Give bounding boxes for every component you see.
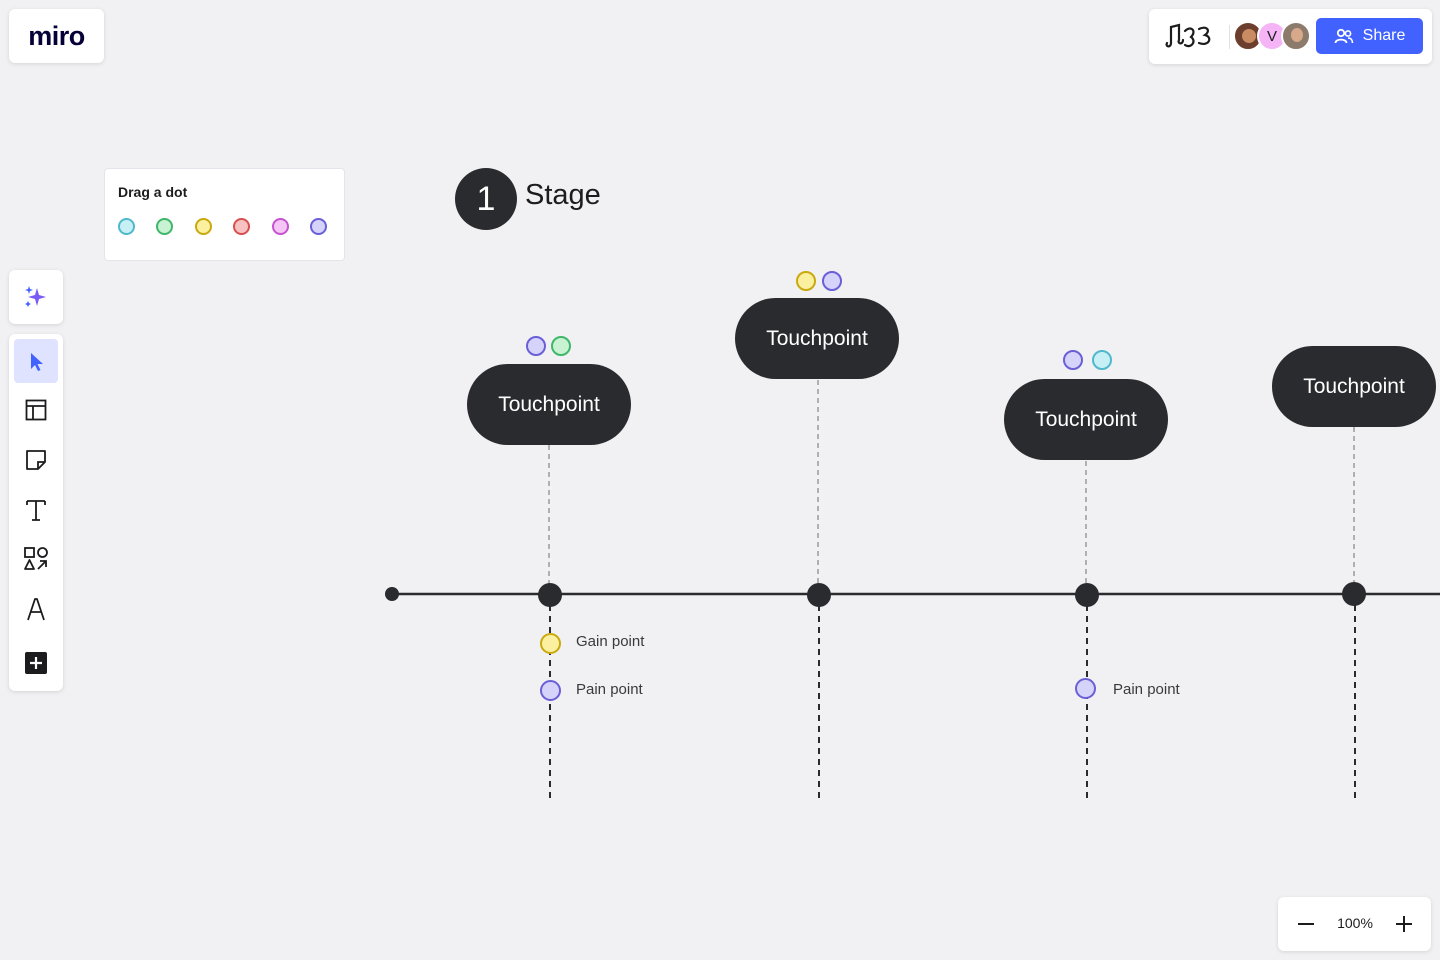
sticky-note-tool[interactable] (14, 438, 58, 482)
cursor-icon (31, 353, 43, 371)
drag-dot-panel: Drag a dot (105, 169, 344, 260)
collaboration-panel: V Share (1149, 9, 1432, 64)
pain-point-dot[interactable] (1075, 678, 1096, 699)
touchpoint-card[interactable]: Touchpoint (735, 298, 899, 379)
text-icon (26, 500, 46, 521)
zoom-out-icon[interactable] (1292, 910, 1320, 938)
select-tool[interactable] (14, 339, 58, 383)
pen-icon (27, 598, 45, 621)
stage-title[interactable]: Stage (525, 179, 601, 211)
vote-dot[interactable] (551, 336, 571, 356)
share-label: Share (1362, 27, 1406, 44)
gain-point-dot[interactable] (540, 633, 561, 654)
vote-dot[interactable] (822, 271, 842, 291)
pain-point-label[interactable]: Pain point (576, 681, 643, 698)
zoom-in-icon[interactable] (1390, 910, 1418, 938)
vote-dot[interactable] (1063, 350, 1083, 370)
timeline-node-1 (538, 583, 562, 607)
share-button[interactable]: Share (1316, 18, 1423, 54)
plus-box-icon (25, 652, 47, 674)
text-tool[interactable] (14, 488, 58, 532)
users-icon (1334, 28, 1353, 44)
timeline-start-node (385, 587, 399, 601)
pain-point-label[interactable]: Pain point (1113, 681, 1180, 698)
board-logo-icon[interactable] (1163, 21, 1217, 51)
logo-panel[interactable]: miro (9, 9, 104, 63)
miro-logo: miro (28, 20, 85, 51)
divider (1229, 25, 1230, 49)
avatar[interactable] (1281, 21, 1311, 51)
avatar[interactable]: V (1257, 21, 1287, 51)
shapes-icon (24, 547, 48, 570)
stage-number-badge[interactable]: 1 (455, 168, 517, 230)
drag-dot-title: Drag a dot (118, 184, 188, 200)
palette-dot[interactable] (118, 218, 135, 235)
palette-dot[interactable] (233, 218, 250, 235)
touchpoint-card[interactable]: Touchpoint (1272, 346, 1436, 427)
zoom-control: 100% (1278, 897, 1431, 951)
shapes-tool[interactable] (14, 537, 58, 581)
sparkles-icon (25, 286, 46, 307)
pain-point-dot[interactable] (540, 680, 561, 701)
vote-dot[interactable] (796, 271, 816, 291)
layout-icon (25, 399, 47, 421)
palette-dot[interactable] (195, 218, 212, 235)
palette-dot[interactable] (272, 218, 289, 235)
vote-dot[interactable] (1092, 350, 1112, 370)
gain-point-label[interactable]: Gain point (576, 633, 645, 650)
timeline-node-3 (1075, 583, 1099, 607)
touchpoint-card[interactable]: Touchpoint (1004, 379, 1168, 460)
templates-tool[interactable] (14, 388, 58, 432)
timeline-node-4 (1342, 582, 1366, 606)
palette-dot[interactable] (156, 218, 173, 235)
sticky-note-icon (26, 450, 46, 470)
pen-tool[interactable] (14, 587, 58, 631)
palette-dot[interactable] (310, 218, 327, 235)
more-tools-button[interactable] (14, 641, 58, 685)
timeline-node-2 (807, 583, 831, 607)
left-toolbar (9, 334, 63, 691)
vote-dot[interactable] (526, 336, 546, 356)
touchpoint-card[interactable]: Touchpoint (467, 364, 631, 445)
ai-assist-panel[interactable] (9, 270, 63, 324)
zoom-level[interactable]: 100% (1337, 915, 1373, 931)
